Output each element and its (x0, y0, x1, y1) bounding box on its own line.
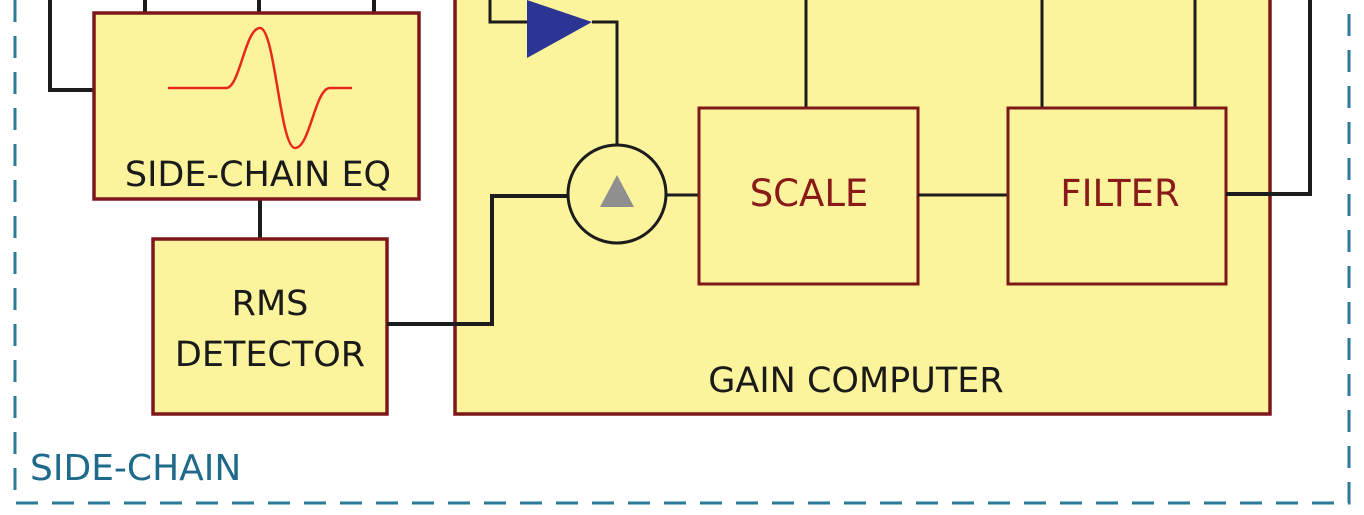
scale-block (697, 106, 920, 286)
rms-detector-block (151, 237, 389, 416)
side-chain-eq-label: SIDE-CHAIN EQ (125, 155, 391, 195)
filter-output-wire (1226, 0, 1312, 196)
rms-detector-label-line2: DETECTOR (175, 335, 365, 375)
filter-label: FILTER (1060, 172, 1179, 215)
filter-block (1006, 106, 1228, 286)
filter-input-wires (1040, 0, 1197, 108)
scale-label: SCALE (750, 172, 869, 215)
eq-input-wires (48, 0, 376, 92)
side-chain-boundary (13, 0, 1351, 505)
side-chain-label: SIDE-CHAIN (30, 448, 241, 489)
gain-computer-label: GAIN COMPUTER (708, 361, 1003, 401)
bell-curve-icon (168, 26, 352, 150)
rms-detector-label-line1: RMS (232, 284, 309, 324)
side-chain-eq-block (92, 11, 421, 201)
amplifier-wires (488, 0, 619, 145)
amplifier-triangle-icon (527, 0, 592, 58)
rms-to-sum-wire (387, 194, 567, 326)
summing-triangle-icon (600, 175, 634, 207)
